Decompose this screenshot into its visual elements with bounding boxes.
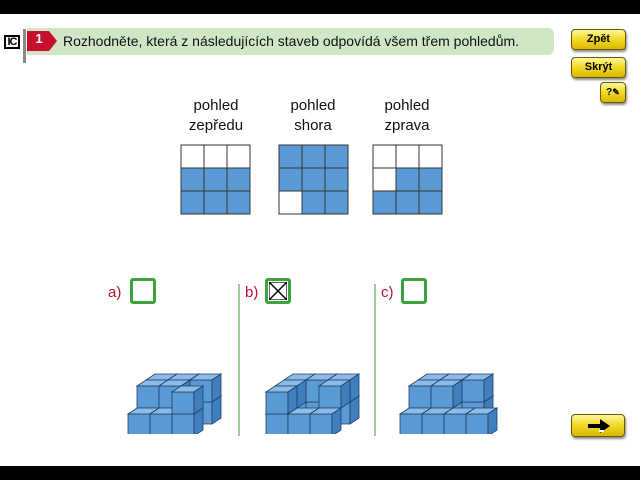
structure-a-cube [170,385,205,415]
view-right-cell-2-2 [418,190,443,215]
help-button[interactable]: ?✎ [600,82,626,103]
view-top-cell-1-0 [278,167,303,192]
option-b-label: b) [245,284,259,301]
view-front-cell-0-1 [203,144,228,169]
view-top-cell-1-1 [301,167,326,192]
pencil-icon: ✎ [612,87,620,97]
view-front-grid [180,144,251,215]
view-right-label: pohled zprava [367,96,447,136]
view-top-label-line1: pohled [290,97,336,114]
option-c-checkbox[interactable] [401,278,427,304]
view-right-cell-0-1 [395,144,420,169]
structure-b-cube [317,379,352,409]
question-number: 1 [35,31,43,46]
option-divider-2 [374,284,376,436]
option-divider-1 [238,284,240,436]
view-right-label-line1: pohled [384,97,430,114]
view-front-cell-2-0 [180,190,205,215]
view-top-cell-2-2 [324,190,349,215]
view-top-label: pohled shora [273,96,353,136]
view-right-cell-1-2 [418,167,443,192]
option-b-checkbox[interactable] [265,278,291,304]
view-right-grid [372,144,443,215]
view-right-cell-2-0 [372,190,397,215]
structure-b-cube [308,407,343,434]
view-right-cell-1-0 [372,167,397,192]
structure-a [126,373,223,434]
exercise-stage: IC 1 Rozhodněte, která z následujících s… [0,14,640,466]
arrow-right-icon [588,419,610,433]
view-front-cell-1-0 [180,167,205,192]
view-front-label: pohled zepředu [176,96,256,136]
view-front-cell-1-1 [203,167,228,192]
view-top-cell-0-0 [278,144,303,169]
header-divider [23,29,26,63]
structure-c-cube [460,373,495,403]
instruction-text: Rozhodněte, která z následujících staveb… [63,33,520,49]
question-number-badge: 1 [27,31,57,51]
next-button[interactable] [571,414,625,437]
structure-b-cube [264,385,299,415]
view-top-cell-1-2 [324,167,349,192]
view-top-cell-0-1 [301,144,326,169]
view-right-label-line2: zprava [384,117,430,134]
hide-button[interactable]: Skrýt [571,57,626,78]
structure-c-cube [464,407,499,434]
view-front-cell-1-2 [226,167,251,192]
structure-c-cube [442,407,477,434]
view-right-cell-2-1 [395,190,420,215]
option-a-checkbox[interactable] [130,278,156,304]
view-top-label-line2: shora [294,117,332,134]
structure-c-cube [429,379,464,409]
view-top-grid [278,144,349,215]
badge-arrow-shape [27,31,57,51]
app-logo: IC [4,35,20,49]
option-a-label: a) [108,284,122,301]
view-front-label-line2: zepředu [188,117,244,134]
view-front-cell-0-2 [226,144,251,169]
view-top-cell-0-2 [324,144,349,169]
cross-mark-icon [269,282,287,300]
view-front-cell-0-0 [180,144,205,169]
view-front-cell-2-1 [203,190,228,215]
view-front-label-line1: pohled [193,97,239,114]
view-top-cell-2-0 [278,190,303,215]
back-button[interactable]: Zpět [571,29,626,50]
view-right-cell-0-0 [372,144,397,169]
view-right-cell-0-2 [418,144,443,169]
option-c-label: c) [381,284,394,301]
instruction-bar: 1 Rozhodněte, která z následujících stav… [27,28,554,55]
view-right-cell-1-1 [395,167,420,192]
structure-c [398,373,499,434]
help-label: ? [606,87,613,98]
view-front-cell-2-2 [226,190,251,215]
view-top-cell-2-1 [301,190,326,215]
structure-b [264,373,361,434]
